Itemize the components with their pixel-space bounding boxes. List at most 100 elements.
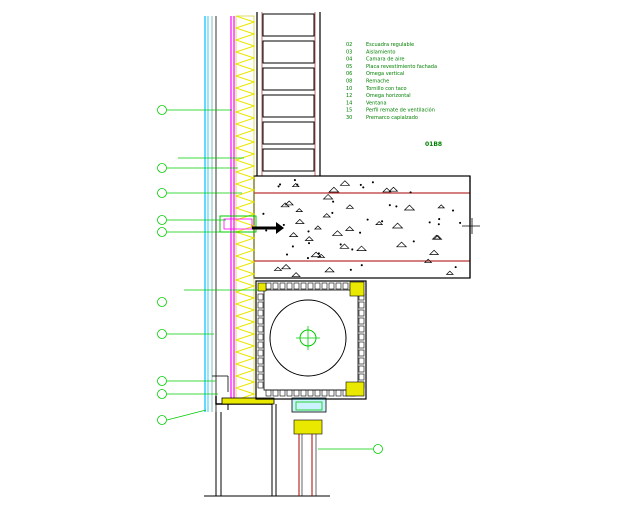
- legend-number: 14: [346, 100, 352, 106]
- legend-label: Ventana: [366, 100, 387, 106]
- aggregate-triangle: [291, 272, 301, 277]
- aggregate-triangle: [375, 220, 384, 225]
- aggregate-dot: [277, 185, 280, 188]
- box-cell: [358, 365, 365, 373]
- box-cell: [257, 381, 264, 389]
- aggregate-dot: [331, 211, 334, 214]
- legend-label: Placa revestimiento fachada: [366, 64, 437, 70]
- aggregate-dot: [388, 204, 391, 207]
- aggregate-dot: [339, 243, 342, 246]
- box-cell: [293, 282, 300, 290]
- box-cell: [358, 333, 365, 341]
- box-cell: [265, 389, 272, 397]
- legend-number: 04: [346, 57, 352, 63]
- aggregate-dot: [262, 212, 265, 215]
- box-cell: [272, 389, 279, 397]
- aggregate-triangle: [294, 218, 305, 224]
- aggregate-triangle: [339, 180, 351, 186]
- aggregate-dot: [306, 257, 310, 260]
- box-cell: [321, 389, 328, 397]
- box-cell: [286, 282, 293, 290]
- box-cell: [358, 341, 365, 349]
- legend-number: 06: [346, 71, 352, 77]
- legend-number: 05: [346, 64, 352, 70]
- box-cell: [335, 282, 342, 290]
- aggregate-dot: [451, 209, 455, 212]
- box-cell: [257, 357, 264, 365]
- callout-bubble-1: [157, 105, 167, 115]
- legend-number: 12: [346, 93, 352, 99]
- aggregate-triangle: [345, 204, 355, 209]
- box-cell: [279, 389, 286, 397]
- legend-label: Aislamiento: [366, 49, 395, 55]
- legend-number: 15: [346, 108, 352, 114]
- bracket-fixing: [219, 215, 284, 234]
- legend-label: Omega horizontal: [366, 93, 411, 99]
- box-cell: [335, 389, 342, 397]
- aggregate-triangle: [280, 264, 292, 270]
- legend-number: 03: [346, 49, 352, 55]
- box-cell: [257, 349, 264, 357]
- aggregate-triangle: [313, 225, 322, 230]
- aggregate-triangle: [431, 234, 442, 240]
- callout-bubble-8: [157, 376, 167, 386]
- aggregate-triangle: [395, 241, 408, 248]
- legend-label: Escuadra regulable: [366, 42, 414, 48]
- aggregate-dot: [293, 179, 296, 182]
- lower-wall: [204, 404, 330, 497]
- aggregate-dot: [381, 220, 384, 223]
- box-cell: [307, 389, 314, 397]
- box-cell: [257, 309, 264, 317]
- box-cell: [358, 325, 365, 333]
- aggregate-triangle: [403, 204, 416, 211]
- box-cell: [358, 373, 365, 381]
- callout-bubble-9: [157, 389, 167, 399]
- aggregate-triangle: [291, 183, 300, 188]
- insulation-layer: [234, 15, 256, 401]
- aggregate-dot: [265, 229, 268, 232]
- drawing-code-label: 01B8: [425, 141, 442, 148]
- box-cell: [358, 357, 365, 365]
- aggregate-triangle: [317, 253, 326, 258]
- box-cell: [321, 282, 328, 290]
- aggregate-dot: [282, 223, 285, 226]
- aggregate-triangle: [273, 266, 283, 271]
- facade-cladding: [204, 16, 217, 412]
- box-cell: [358, 317, 365, 325]
- box-cell: [257, 365, 264, 373]
- legend-label: Perfil remate de ventilación: [366, 107, 435, 114]
- legend-label: Omega vertical: [366, 71, 404, 77]
- legend-number: 10: [346, 86, 352, 92]
- box-cell: [358, 309, 365, 317]
- aggregate-dot: [437, 223, 440, 226]
- aggregate-triangle: [382, 187, 392, 193]
- aggregate-triangle: [284, 200, 294, 206]
- aggregate-triangle: [288, 232, 299, 238]
- aggregate-dot: [291, 245, 294, 248]
- aggregate-triangle: [428, 249, 440, 255]
- concrete-aggregate: [262, 179, 462, 277]
- aggregate-dot: [366, 218, 369, 221]
- brick-courses: [262, 13, 315, 172]
- box-cell: [300, 389, 307, 397]
- box-cell: [342, 282, 349, 290]
- box-cell: [300, 282, 307, 290]
- aggregate-triangle: [391, 222, 404, 229]
- box-cell: [293, 389, 300, 397]
- brick: [262, 121, 315, 145]
- roller-shutter-box: [255, 280, 367, 400]
- aggregate-triangle: [331, 230, 344, 236]
- aggregate-dot: [360, 264, 363, 267]
- box-cell: [272, 282, 279, 290]
- aggregate-dot: [428, 221, 431, 224]
- omega-vertical-profile: [230, 16, 235, 398]
- aggregate-dot: [317, 252, 320, 255]
- aggregate-triangle: [324, 266, 335, 273]
- box-cell: [257, 333, 264, 341]
- brick-wall: [256, 12, 321, 176]
- aggregate-triangle: [295, 208, 304, 212]
- box-cell: [314, 282, 321, 290]
- box-cell: [328, 389, 335, 397]
